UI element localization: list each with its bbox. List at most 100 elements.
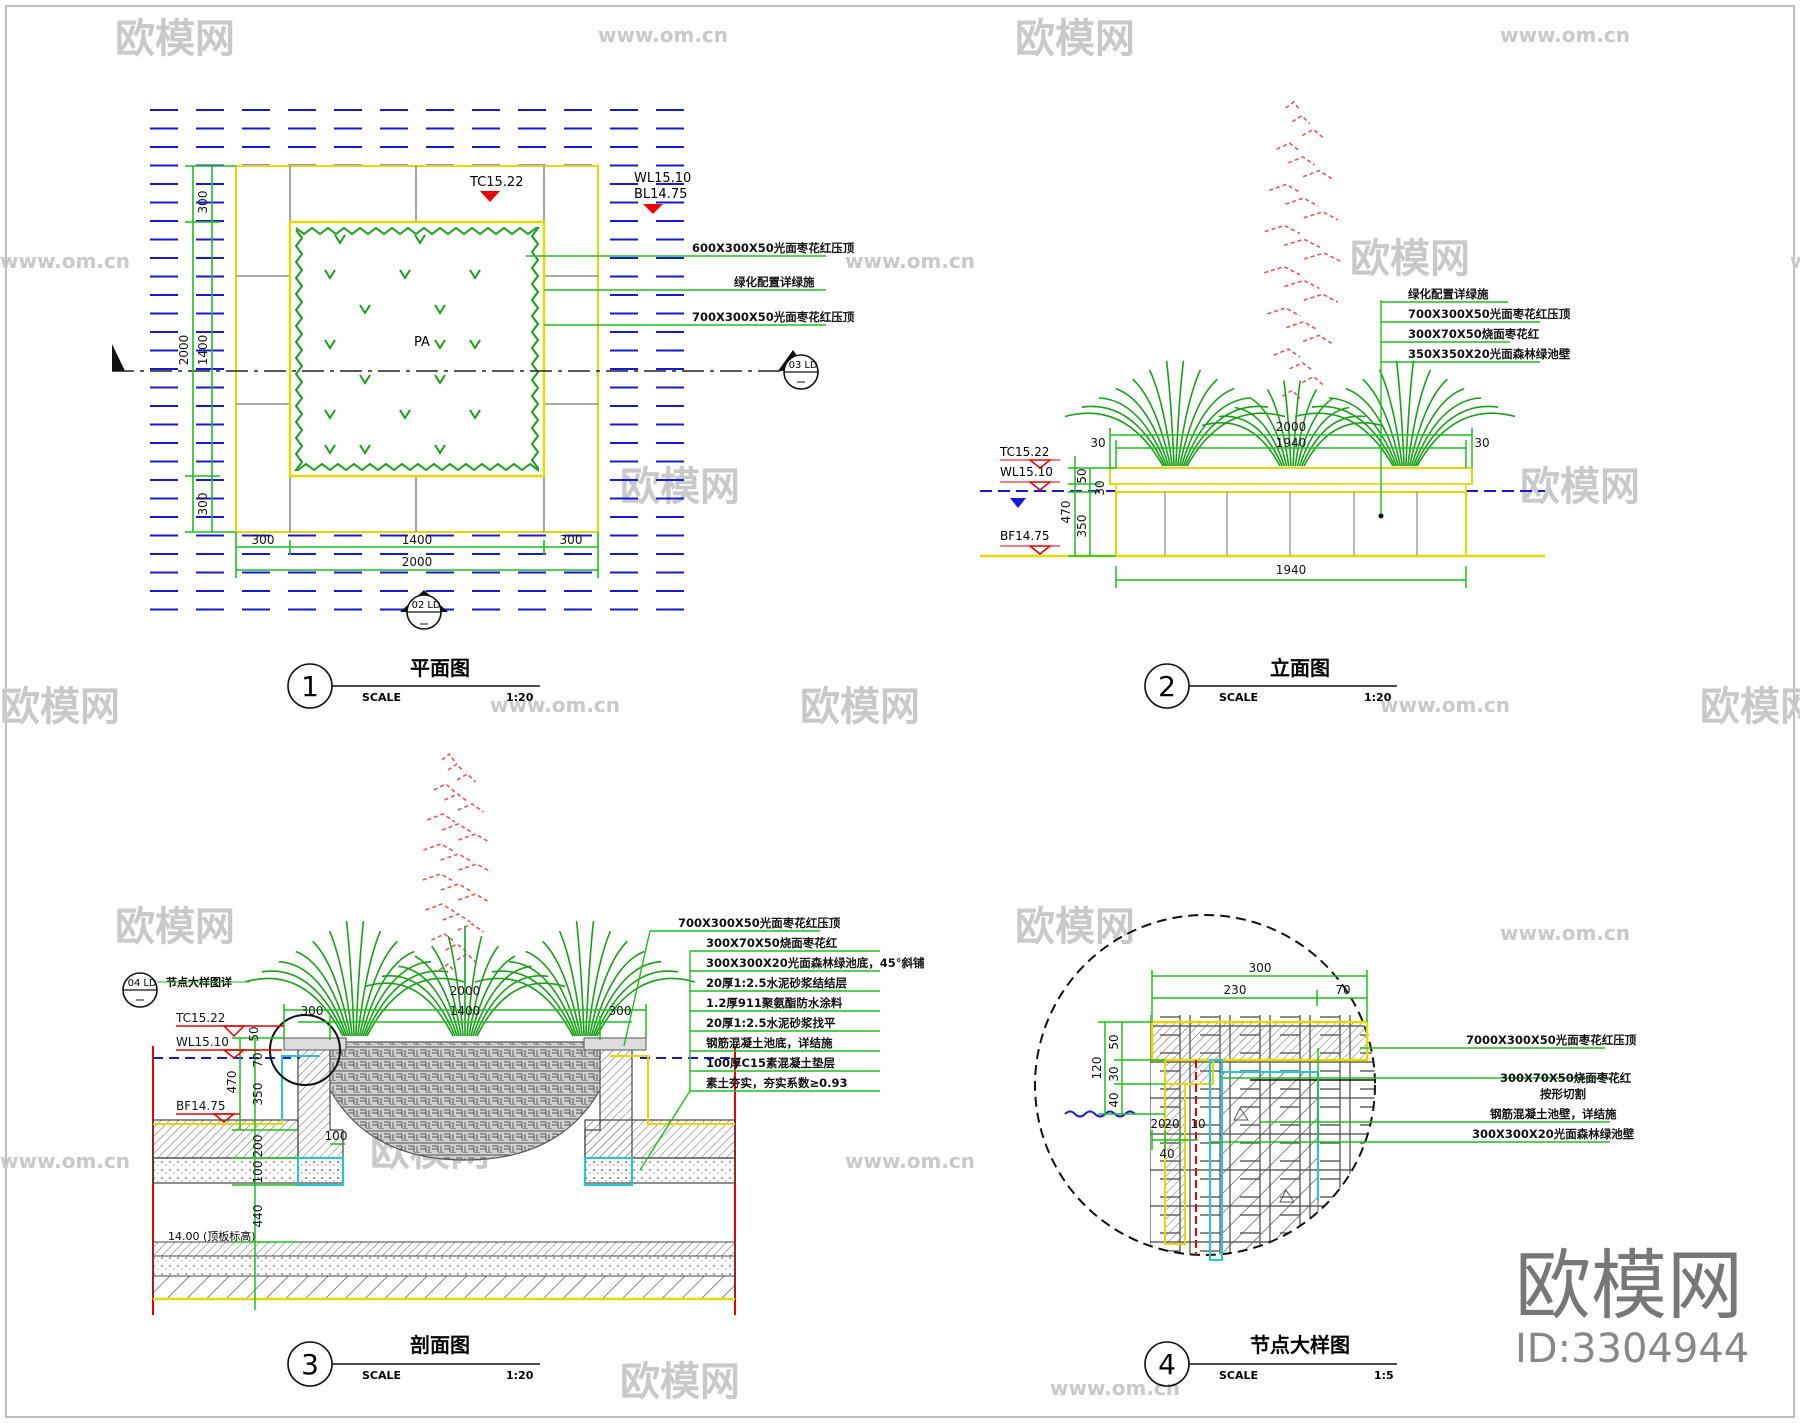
detail-dim-bottom-3: 40 <box>1159 1147 1174 1161</box>
tree-stroke <box>1303 210 1339 221</box>
plan-callout-1: 绿化配置详绿施 <box>734 275 815 289</box>
watermark-brand: 欧模网 <box>0 684 120 730</box>
section-callout-4: 1.2厚911聚氨酯防水涂料 <box>706 996 843 1010</box>
leaf-stroke <box>1410 387 1465 467</box>
watermark-layer: 欧模网欧模网欧模网欧模网欧模网欧模网欧模网欧模网欧模网欧模网欧模网欧模网欧模网 … <box>0 16 1800 1405</box>
plan-dim-bottom-0: 300 <box>252 533 275 547</box>
elev-wl-level: WL15.10 <box>1000 465 1053 479</box>
svg-text:ID:3304944: ID:3304944 <box>1515 1326 1749 1372</box>
watermark-url: www.om.cn <box>1790 249 1800 273</box>
leaf-stroke <box>261 970 346 1037</box>
leaf-stroke <box>1132 378 1172 467</box>
plant-symbol-icon <box>324 444 336 455</box>
watermark-brand: 欧模网 <box>115 904 235 950</box>
tree-stroke <box>1291 114 1311 125</box>
plant-symbol-icon <box>324 409 336 420</box>
section-panel: 14.00 (顶板标高) 2000 1400 300 300 50 70 470… <box>122 752 925 1387</box>
leaf-stroke <box>1294 412 1394 467</box>
leaf-stroke <box>345 920 355 1037</box>
leaf-stroke <box>355 920 365 1037</box>
section-wl-level: WL15.10 <box>176 1035 229 1049</box>
plan-dim-bottom-1: 1400 <box>402 533 433 547</box>
leader-line <box>623 930 651 1047</box>
detail-dim-bottom-0: 20 <box>1150 1117 1165 1131</box>
watermark-brand: 欧模网 <box>1700 684 1800 730</box>
leaf-stroke <box>1414 405 1499 467</box>
elev-callout-2: 300X70X50烧面枣花红 <box>1408 327 1540 341</box>
section-dim-left-0: 50 <box>247 1026 261 1041</box>
section-dim-top-0: 2000 <box>450 984 481 998</box>
elev-dim-left-0: 50 <box>1075 468 1089 483</box>
svg-text:2: 2 <box>1158 670 1176 703</box>
elev-dim-top-3: 30 <box>1474 436 1489 450</box>
leaf-stroke <box>1115 387 1170 467</box>
section-dim-left-6: 440 <box>251 1205 265 1228</box>
leaf-stroke <box>1408 378 1448 467</box>
plant-symbol-icon <box>434 339 446 350</box>
plan-area-label: PA <box>414 335 430 350</box>
svg-text:节点大样图: 节点大样图 <box>1250 1333 1350 1357</box>
section-dim-left-5: 100 <box>251 1161 265 1184</box>
plant-symbol-icon <box>399 409 411 420</box>
plant-symbol-icon <box>469 339 481 350</box>
section-dim-top-2: 300 <box>301 1004 324 1018</box>
section-ground-level: 14.00 (顶板标高) <box>168 1229 256 1243</box>
elev-callout-1: 700X300X50光面枣花红压顶 <box>1408 307 1571 321</box>
leaf-stroke <box>1186 412 1286 467</box>
leaf-stroke <box>1311 405 1396 467</box>
svg-text:1:20: 1:20 <box>506 1369 534 1382</box>
leaf-stroke <box>585 920 595 1037</box>
leaf-stroke <box>1416 412 1516 467</box>
watermark-brand: 欧模网 <box>1520 464 1640 510</box>
svg-text:立面图: 立面图 <box>1270 656 1330 680</box>
leaf-stroke <box>1395 360 1405 467</box>
tree-stroke <box>427 813 456 823</box>
leaf-stroke <box>1178 378 1218 467</box>
svg-text:SCALE: SCALE <box>362 691 401 704</box>
leaf-stroke <box>1201 422 1281 467</box>
tree-stroke <box>1303 252 1341 262</box>
tree-stroke <box>442 913 471 923</box>
leaf-stroke <box>414 955 460 1037</box>
plan-title-block: 1 平面图 SCALE 1:20 <box>287 656 540 709</box>
leaf-stroke <box>1405 360 1415 467</box>
corner-watermark: 欧模网 ID:3304944 <box>1515 1241 1749 1372</box>
tree-stroke <box>1285 100 1301 111</box>
leaf-stroke <box>594 970 679 1037</box>
svg-text:1: 1 <box>301 670 319 703</box>
watermark-url: www.om.cn <box>598 23 728 47</box>
leaf-stroke <box>1303 422 1383 467</box>
tree-stroke <box>1288 156 1315 166</box>
tree-stroke <box>1284 279 1320 290</box>
leaf-stroke <box>356 930 382 1037</box>
plant-symbol-icon <box>334 234 346 245</box>
plan-bl-triangle <box>643 204 663 214</box>
leaf-stroke <box>328 930 354 1037</box>
tree-stroke <box>1283 238 1321 248</box>
elevation-panel: 2000 1940 30 30 1940 50 30 470 350 TC15.… <box>980 100 1571 709</box>
leaf-stroke <box>1406 369 1432 467</box>
svg-text:SCALE: SCALE <box>1219 1369 1258 1382</box>
section-callout-0: 700X300X50光面枣花红压顶 <box>678 916 841 930</box>
plan-dim-bottom-3: 2000 <box>402 555 433 569</box>
tree-stroke <box>458 863 492 873</box>
plan-dim-left-0: 300 <box>196 191 210 214</box>
section-callout-7: 100厚C15素混凝土垫层 <box>706 1056 835 1070</box>
section-dim-left-4: 200 <box>251 1135 265 1158</box>
leaf-stroke <box>398 965 458 1037</box>
section-dim-top-1: 1400 <box>450 1004 481 1018</box>
detail-title-block: 4 节点大样图 SCALE 1:5 <box>1144 1333 1397 1387</box>
plant-symbol-icon <box>359 304 371 315</box>
watermark-brand: 欧模网 <box>1015 904 1135 950</box>
plant-symbol-icon <box>434 444 446 455</box>
watermark-brand: 欧模网 <box>620 1359 740 1405</box>
elev-bf-level: BF14.75 <box>1000 529 1050 543</box>
elev-dim-bottom: 1940 <box>1276 563 1307 577</box>
detail-callout-4: 300X300X20光面森林绿池壁 <box>1472 1127 1635 1141</box>
tree-stroke <box>423 843 456 853</box>
tree-stroke <box>431 933 456 943</box>
svg-text:LD: LD <box>804 360 818 371</box>
section-dim-left-2: 470 <box>225 1071 239 1094</box>
tree-stroke <box>457 923 485 933</box>
watermark-url: www.om.cn <box>490 693 620 717</box>
